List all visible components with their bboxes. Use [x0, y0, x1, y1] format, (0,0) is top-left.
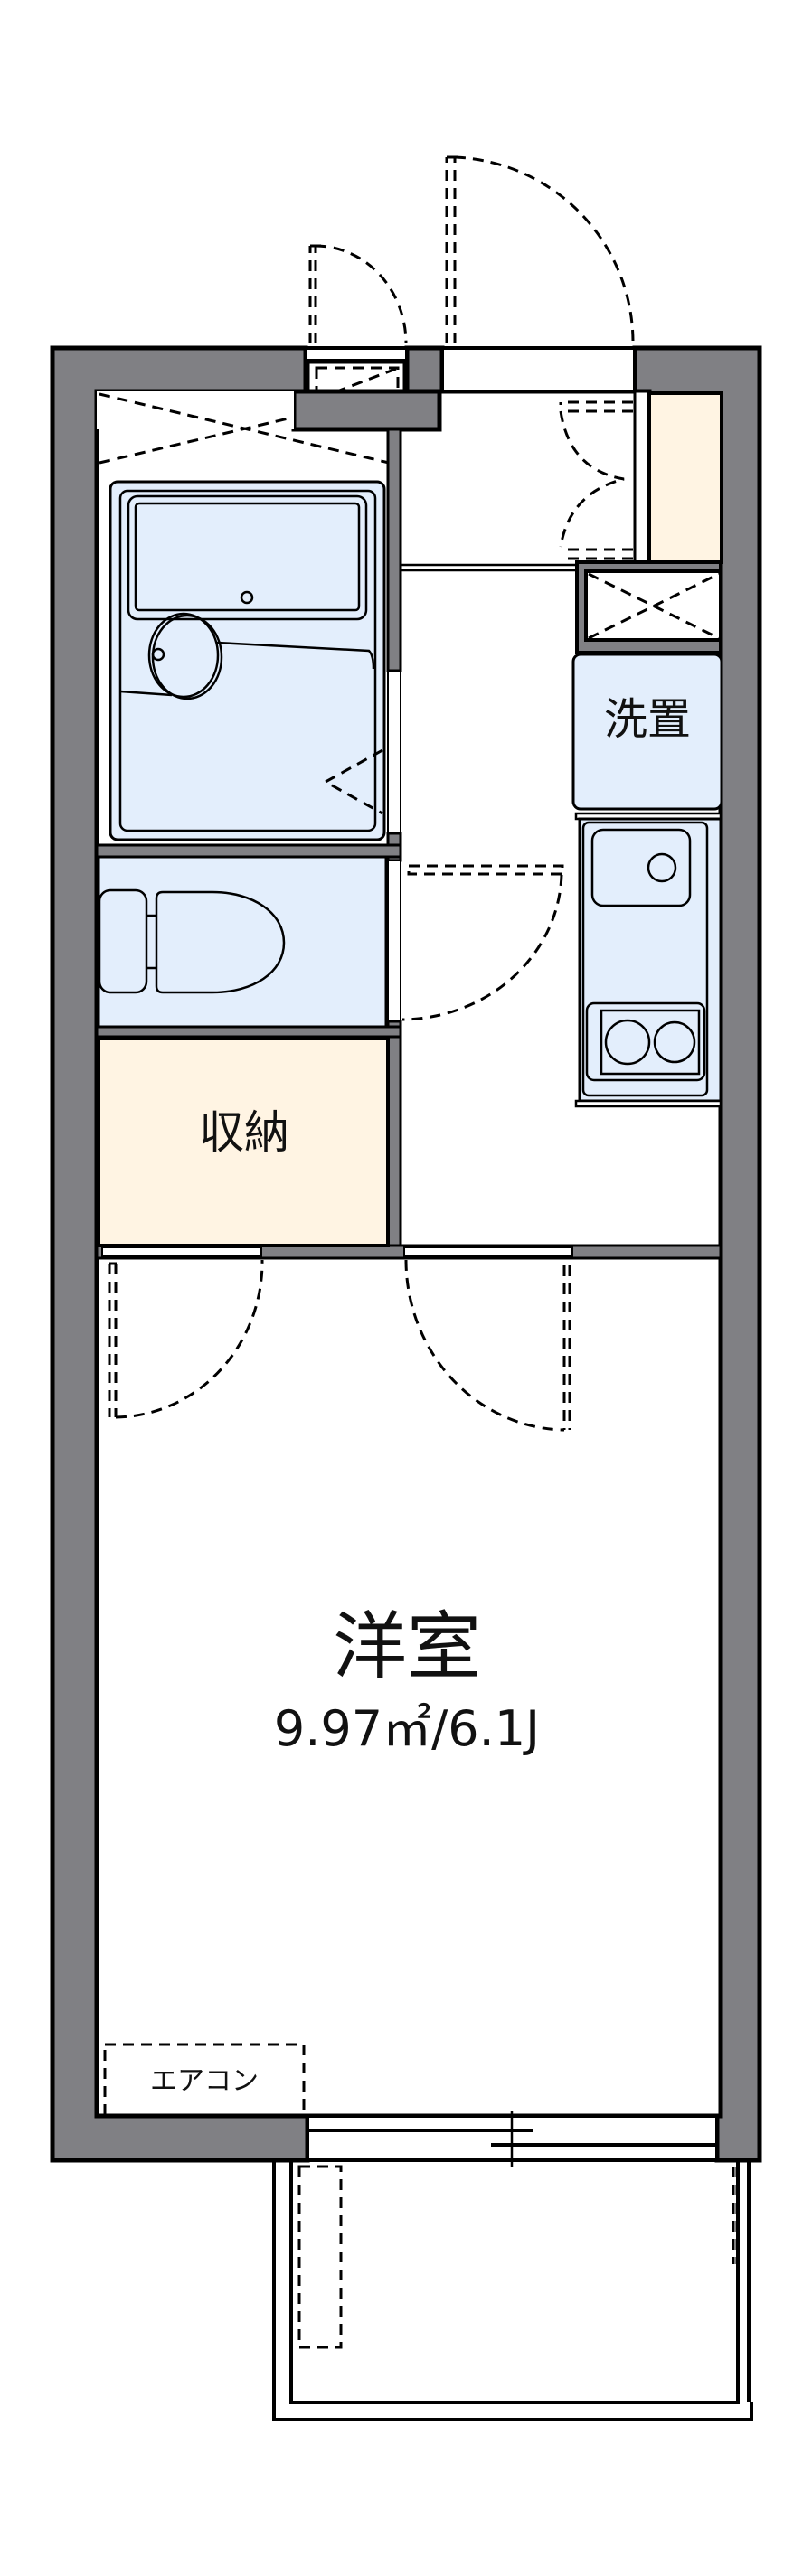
storage-label: 収納 [199, 1106, 289, 1159]
toilet [97, 855, 564, 1029]
room-door [404, 1259, 571, 1432]
air-conditioner-box [103, 2043, 306, 2118]
room-size-label: 9.97㎡/6.1J [273, 1700, 541, 1757]
entrance-door [440, 155, 637, 393]
air-conditioner-label: エアコン [150, 2065, 259, 2097]
washer-space-label: 洗置 [603, 694, 691, 745]
balcony [272, 2160, 753, 2421]
partition-walls [95, 428, 722, 1260]
wall-notch [291, 389, 442, 432]
meter-box [304, 244, 409, 409]
entry-step [401, 563, 577, 572]
bathroom [97, 391, 390, 841]
storage-door [108, 1259, 264, 1419]
pipe-shaft [575, 560, 722, 654]
room-name-label: 洋室 [332, 1604, 481, 1690]
kitchen-counter [574, 812, 722, 1108]
balcony-window [306, 2111, 719, 2167]
storage-closet [97, 1037, 390, 1247]
washer-space [571, 653, 723, 811]
